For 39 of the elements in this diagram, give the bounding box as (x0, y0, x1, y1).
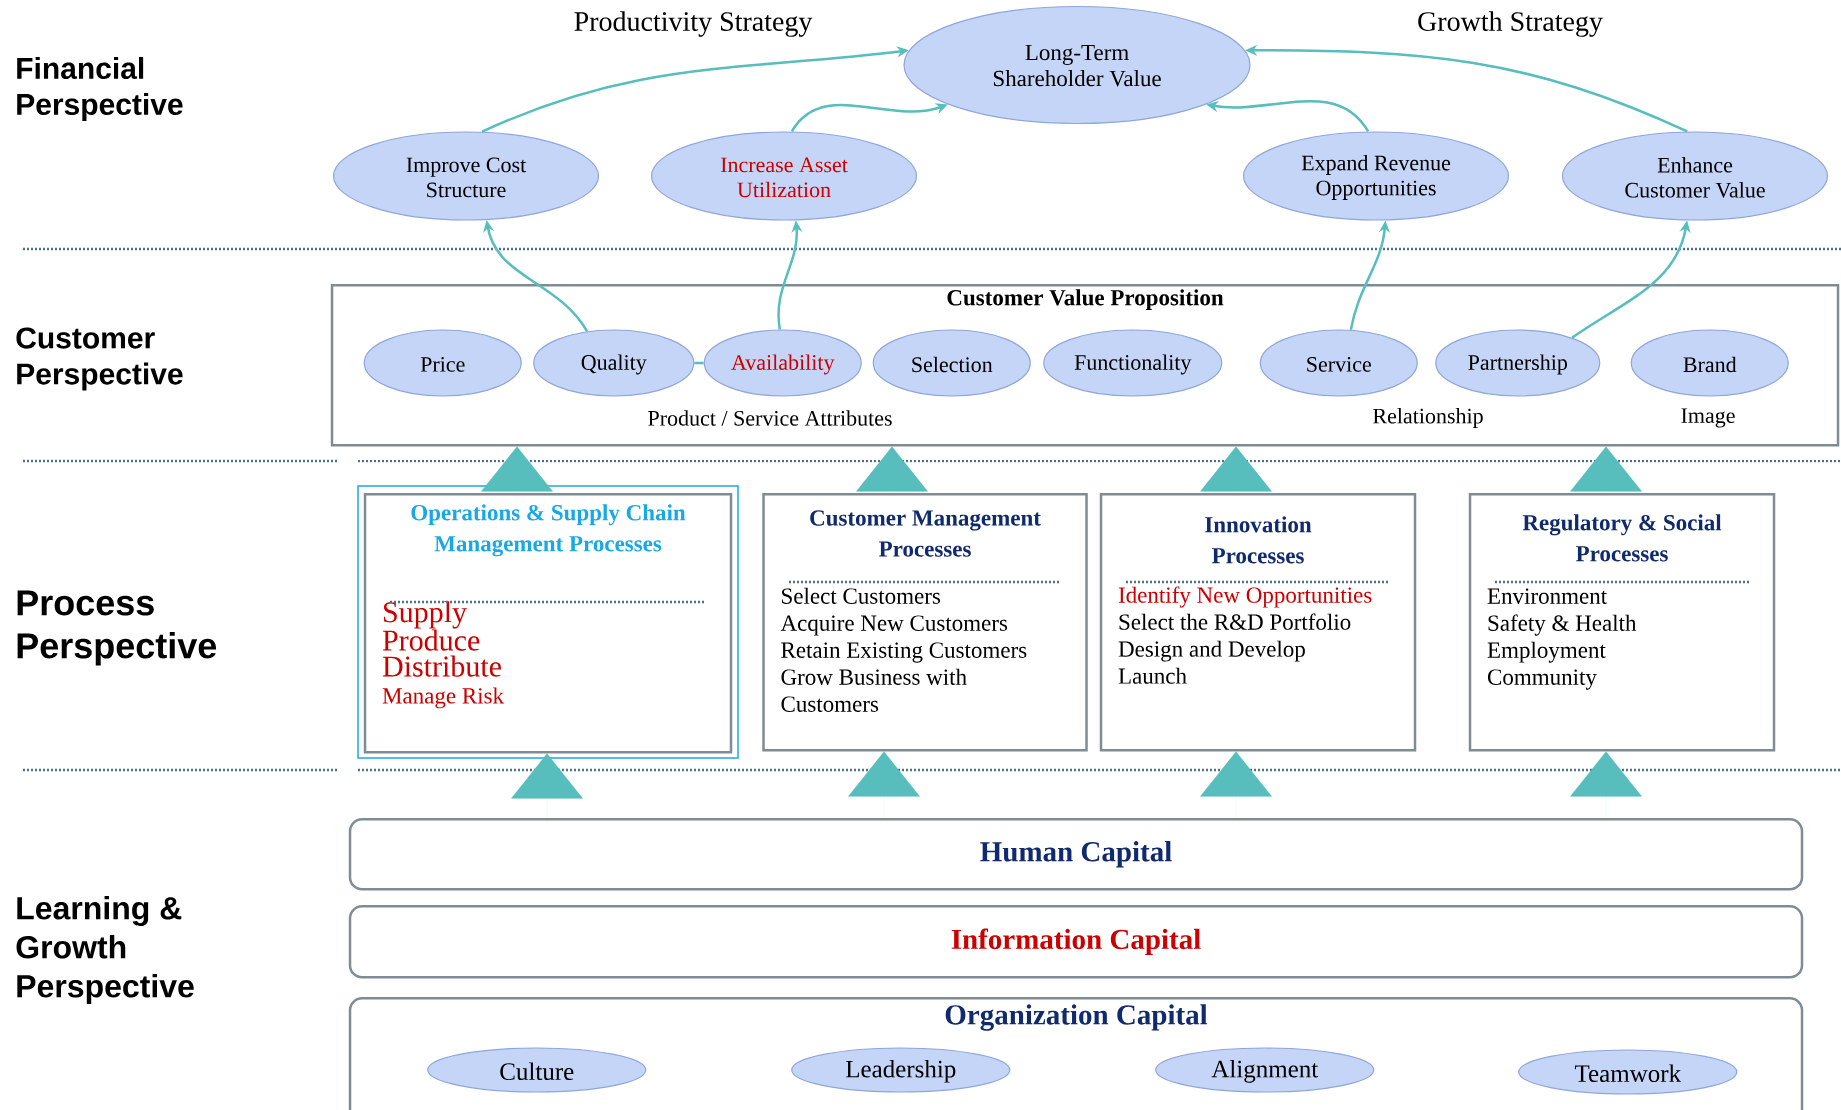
arrow (1570, 446, 1642, 494)
ellipse-node: Functionality (1043, 329, 1223, 397)
ellipse-node: Enhance Customer Value (1561, 131, 1829, 221)
ellipse-node: Increase Asset Utilization (650, 131, 918, 221)
ellipse-node: Culture (427, 1047, 647, 1093)
ellipse-node: Partnership (1435, 329, 1601, 397)
process-box: Operations & Supply Chain Management Processes Supply Produce Distribute Manage Risk (357, 485, 739, 759)
arrow (1200, 751, 1272, 819)
group-label: Product / Service Attributes (648, 410, 892, 426)
perspective-label: Learning & Growth Perspective (16, 896, 194, 1004)
arrow (1200, 446, 1272, 494)
perspective-label: Financial Perspective (17, 57, 183, 121)
arrow (481, 446, 553, 494)
arrow (1570, 751, 1642, 819)
capital-bar: Information Capital (348, 905, 1804, 979)
ellipse-node: Long-Term Shareholder Value (903, 5, 1251, 125)
ellipse-node: Service (1259, 329, 1418, 397)
strategy-label: Growth Strategy (1418, 11, 1603, 37)
ellipse-node: Leadership (791, 1047, 1011, 1093)
strategy-label: Productivity Strategy (574, 11, 813, 37)
ellipse-node: Quality (533, 329, 695, 397)
ellipse-node: Selection (872, 329, 1031, 397)
perspective-label: Customer Perspective (16, 327, 183, 391)
arrow (511, 753, 583, 819)
ellipse-node: Expand Revenue Opportunities (1242, 131, 1510, 221)
capital-bar: Human Capital (348, 818, 1804, 891)
ellipse-node: Teamwork (1518, 1049, 1738, 1095)
arrow (848, 751, 920, 819)
ellipse-node: Alignment (1155, 1047, 1375, 1093)
ellipse-node: Price (363, 329, 522, 397)
perspective-label: Process Perspective (17, 590, 217, 666)
ellipse-node: Brand (1630, 329, 1789, 397)
ellipse-node: Availability (703, 329, 862, 397)
ellipse-node: Improve Cost Structure (332, 131, 600, 221)
process-box: Regulatory & Social Processes Environment Safety & Health Employment Community (1468, 493, 1776, 752)
process-box: Innovation Processes Identify New Opportunities Select the R&D Portfolio Design and Develop Launch (1099, 493, 1417, 752)
group-label: Relationship (1373, 408, 1483, 428)
process-box: Customer Management Processes Select Customers Acquire New Customers Retain Existing Customers Grow Business with Customers (762, 493, 1088, 752)
arrow (856, 446, 928, 494)
